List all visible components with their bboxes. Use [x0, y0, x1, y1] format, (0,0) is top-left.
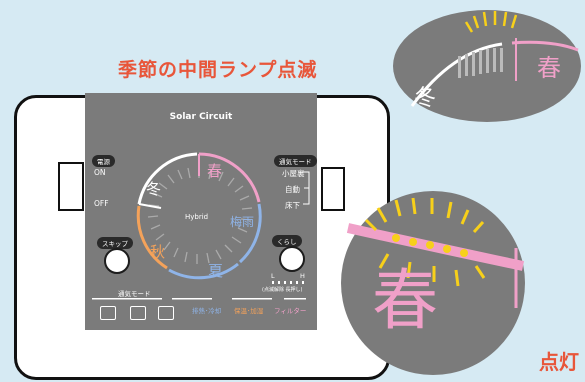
- kurashi-knob[interactable]: [279, 246, 305, 272]
- exhaust-mode-icon[interactable]: [100, 306, 116, 320]
- vent-mode-label: 通気モード: [274, 155, 317, 167]
- circulate-mode-icon[interactable]: [158, 306, 174, 320]
- bottom-dot-rows: [92, 298, 306, 300]
- kurashi-h-label: H: [300, 272, 305, 280]
- zoom-top-oval: [393, 10, 581, 122]
- brand-label: Solar Circuit: [169, 112, 233, 122]
- power-switch[interactable]: [58, 162, 84, 211]
- kurashi-scale: [272, 281, 304, 284]
- page-title: 季節の中間ランプ点滅: [118, 59, 318, 81]
- season-tsuyu: 梅雨: [230, 215, 255, 229]
- kurashi-note: (点滅解除 長押し): [262, 287, 303, 293]
- season-summer: 夏: [208, 262, 224, 280]
- season-autumn: 秋: [150, 243, 166, 261]
- warming-label: 保温･加湿: [234, 307, 264, 315]
- power-off-label: OFF: [94, 199, 109, 208]
- intake-mode-icon[interactable]: [130, 306, 146, 320]
- vent-option-underfloor: 床下: [285, 201, 300, 210]
- kurashi-l-label: L: [271, 272, 275, 280]
- zoom-bottom-spring: 春: [372, 262, 438, 339]
- power-label: 電源: [92, 155, 115, 167]
- dial-center-label: Hybrid: [185, 213, 209, 221]
- season-spring: 春: [207, 162, 223, 180]
- zoom-top-winter: 冬: [414, 86, 437, 111]
- zoom-top-spring: 春: [537, 54, 561, 82]
- vent-option-auto: 自動: [285, 185, 300, 194]
- skip-label: スキップ: [97, 237, 133, 249]
- power-on-label: ON: [94, 168, 106, 177]
- season-winter: 冬: [146, 180, 162, 198]
- season-dial: [136, 152, 262, 280]
- filter-label: フィルター: [274, 307, 307, 315]
- vent-bracket: [303, 171, 310, 205]
- control-panel: [85, 93, 317, 330]
- lit-status-label: 点灯: [539, 350, 579, 374]
- zoom-bottom-circle: [341, 191, 525, 375]
- cooling-label: 排熱･冷却: [192, 307, 222, 315]
- bottom-mode-label: 通気モード: [118, 290, 151, 298]
- skip-button[interactable]: [104, 248, 130, 274]
- kurashi-label: くらし: [272, 235, 302, 247]
- vent-option-attic: 小屋裏: [282, 169, 305, 178]
- vent-mode-switch[interactable]: [321, 167, 345, 211]
